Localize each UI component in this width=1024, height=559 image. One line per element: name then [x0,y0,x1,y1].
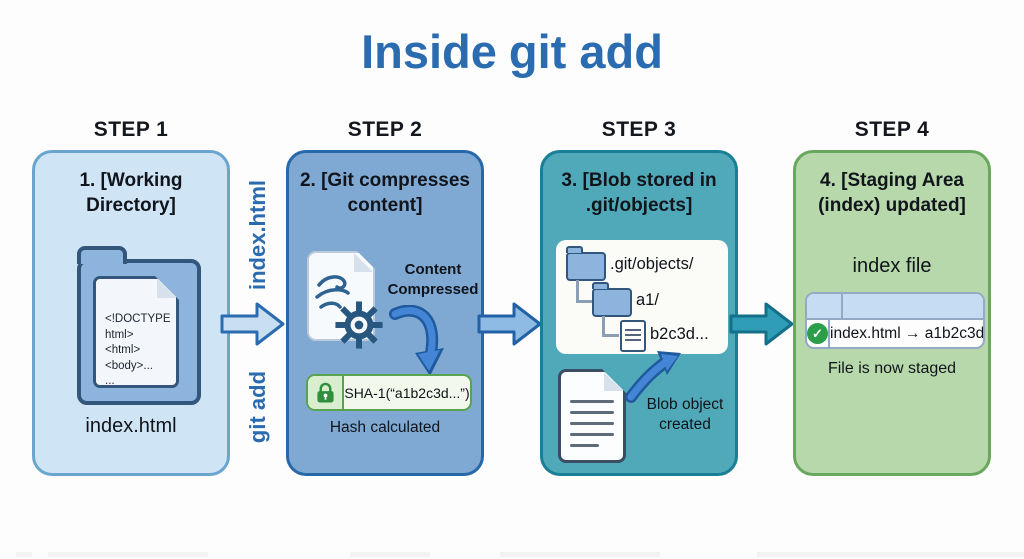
tree-root-label: .git/objects/ [610,255,694,273]
index-table: ✓ index.html → a1b2c3d [805,292,985,349]
staged-entry: index.html → a1b2c3d [830,324,985,342]
step4-title: 4. [Staging Area (index) updated] [818,170,966,217]
bottom-strip [48,552,208,557]
tree-subdir-label: a1/ [636,291,659,309]
step2-title: 2. [Git compresses content] [299,170,471,217]
arrow-right-icon [477,302,542,346]
step2-box: 2. [Git compresses content] [286,150,484,476]
folder-icon [591,282,632,317]
check-icon: ✓ [807,323,828,344]
lock-icon [308,376,344,409]
bottom-strip [757,552,1024,557]
content-compressed-note: Content Compressed [387,261,479,298]
flow-command-label: git add [245,370,270,444]
blob-document-icon [558,369,626,463]
html-file-icon: <!DOCTYPE html> <html> <body>... ... [93,276,179,388]
bottom-strip [16,552,32,557]
objects-tree-panel: .git/objects/ a1/ b2c3d... [556,240,728,354]
compressed-file-icon [307,250,376,341]
bottom-strip [350,552,430,557]
bottom-strip [500,552,660,557]
step4-header: STEP 4 [854,118,930,141]
step2-header: STEP 2 [347,118,423,141]
step1-box: 1. [Working Directory] <!DOCTYPE html> <… [32,150,230,476]
blob-file-icon [620,320,646,352]
tree-file-label: b2c3d... [650,325,709,343]
title-command: git add [508,25,663,78]
step3-header: STEP 3 [601,118,677,141]
staged-caption: File is now staged [827,360,957,377]
step1-title: 1. [Working Directory] [79,170,183,217]
sha1-hash-pill: SHA-1(“a1b2c3d...”) [306,374,472,411]
arrow-right-icon [220,302,285,346]
curved-arrow-up-icon [625,351,681,403]
code-snippet: <!DOCTYPE html> <html> <body>... ... [105,313,171,388]
index-table-header [807,294,983,320]
step1-header: STEP 1 [93,118,169,141]
curved-arrow-down-icon [389,305,444,376]
tree-connector [602,316,619,337]
sha1-hash-text: SHA-1(“a1b2c3d...”) [344,384,470,401]
flow-file-label: index.html [245,180,270,291]
blob-caption: Blob object created [646,396,724,434]
title-regular: Inside [361,25,497,78]
index-file-label: index file [852,255,932,277]
step3-box: 3. [Blob stored in .git/objects] .git/ob… [540,150,738,476]
folder-icon: <!DOCTYPE html> <html> <body>... ... [77,246,201,405]
folder-icon [565,246,606,281]
wind-compress-icon [315,275,350,309]
tree-connector [576,280,593,303]
index-table-row: ✓ index.html → a1b2c3d [807,320,983,347]
arrow-right-icon [729,302,794,346]
hash-caption: Hash calculated [329,419,441,436]
step4-box: 4. [Staging Area (index) updated] index … [793,150,991,476]
gear-icon [335,301,383,349]
step3-title: 3. [Blob stored in .git/objects] [561,170,717,217]
filename-label: index.html [85,415,177,437]
